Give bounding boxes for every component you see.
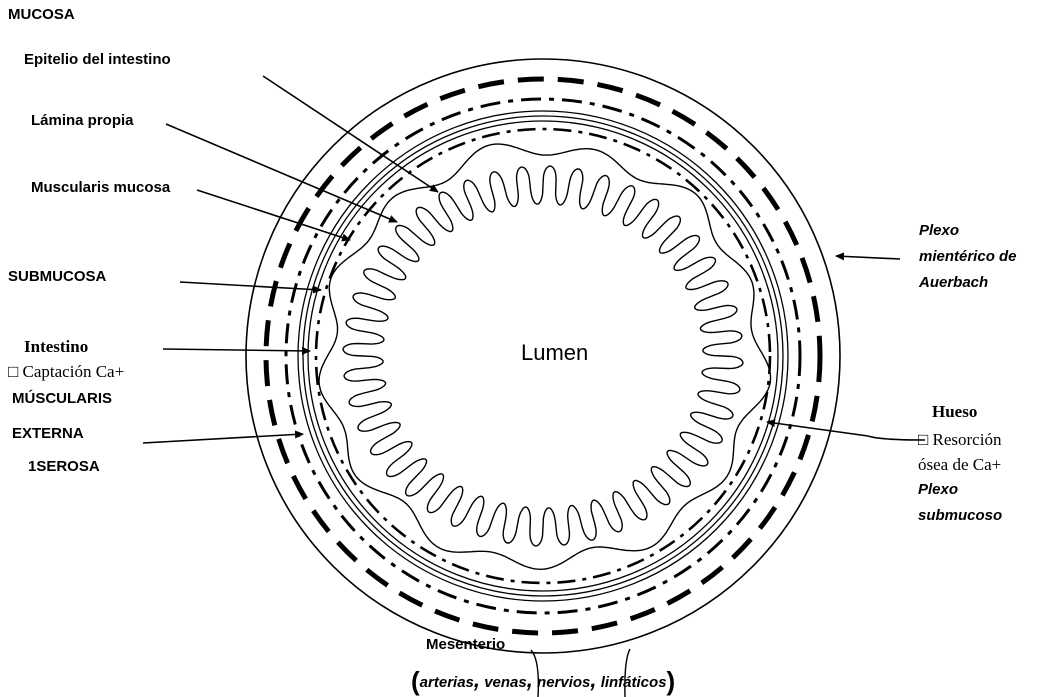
arrow-plexo-submucoso [767, 422, 868, 436]
label-intestino: Intestino [24, 337, 88, 357]
paren-open: ( [411, 666, 420, 696]
label-plexo-mienterico-1: Plexo [919, 222, 959, 239]
label-submucosa: SUBMUCOSA [8, 268, 106, 285]
arrow-lamina [166, 124, 397, 222]
item-venas: venas [484, 674, 527, 691]
label-muscularis-externa-2: EXTERNA [12, 425, 84, 442]
label-hueso: Hueso [932, 402, 977, 422]
label-mucosa: MUCOSA [8, 6, 75, 23]
arrow-hueso [868, 436, 925, 440]
label-resorcion-1: □ Resorción [918, 430, 1001, 450]
comma-1: , [474, 667, 480, 692]
label-resorcion-2: ósea de Ca+ [918, 455, 1001, 475]
label-epitelio: Epitelio del intestino [24, 51, 171, 68]
label-plexo-submucoso-2: submucoso [918, 507, 1002, 524]
arrow-plexo-mienterico [836, 256, 900, 259]
item-linfaticos: linfáticos [601, 674, 667, 691]
label-serosa: 1SEROSA [28, 458, 100, 475]
label-muscularis-externa-1: MÚSCULARIS [12, 390, 112, 407]
label-plexo-mienterico-3: Auerbach [919, 274, 988, 291]
arrow-intestino [163, 349, 310, 351]
arrow-submucosa [180, 282, 321, 290]
comma-3: , [590, 667, 596, 692]
item-arterias: arterias [420, 674, 474, 691]
label-plexo-mienterico-2: mientérico de [919, 248, 1045, 265]
item-nervios: nervios [537, 674, 590, 691]
label-mesenterio: Mesenterio [426, 636, 505, 653]
label-lamina-propia: Lámina propia [31, 112, 134, 129]
label-lumen: Lumen [521, 340, 588, 365]
paren-close: ) [667, 666, 676, 696]
label-captacion: □ Captación Ca+ [8, 362, 124, 382]
label-mesenterio-contents: (arterias, venas, nervios, linfáticos) [411, 667, 675, 697]
label-muscularis-mucosa: Muscularis mucosa [31, 179, 170, 196]
comma-2: , [527, 667, 533, 692]
label-plexo-submucoso-1: Plexo [918, 481, 958, 498]
